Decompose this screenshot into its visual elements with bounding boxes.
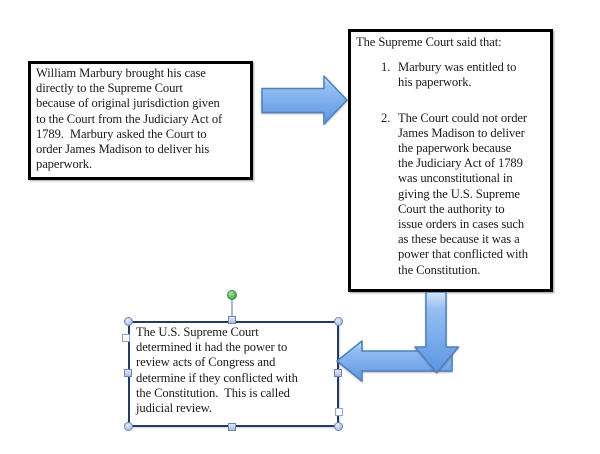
court-ruling-title: The Supreme Court said that: (356, 35, 502, 49)
textbox-court-ruling[interactable]: The Supreme Court said that: 1. Marbury … (348, 29, 553, 292)
resize-handle-top-right[interactable] (333, 317, 343, 326)
block-arrow-down-icon[interactable] (414, 292, 460, 374)
list-number: 2. (381, 110, 391, 125)
list-item-text: Marbury was entitled to his paperwork. (398, 60, 517, 90)
textbox-judicial-review-text: The U.S. Supreme Court determined it had… (136, 325, 298, 416)
textbox-marbury-case[interactable]: William Marbury brought his case directl… (28, 61, 253, 180)
list-item: 1. Marbury was entitled to his paperwork… (356, 60, 547, 90)
list-number: 1. (381, 60, 391, 75)
resize-handle-bottom-middle[interactable] (228, 423, 236, 431)
list-item: 2. The Court could not order James Madis… (356, 111, 547, 278)
block-arrow-right-icon[interactable] (261, 75, 348, 125)
resize-handle-bottom-right[interactable] (333, 421, 343, 431)
resize-handle-right-middle[interactable] (334, 369, 342, 377)
rotate-handle[interactable] (227, 290, 237, 300)
resize-handle-left-middle[interactable] (124, 369, 132, 377)
resize-handle-bottom-left[interactable] (123, 421, 133, 431)
textbox-marbury-case-text: William Marbury brought his case directl… (36, 66, 223, 172)
resize-handle-top-middle[interactable] (228, 316, 236, 324)
resize-handle-top-left[interactable] (123, 317, 133, 326)
inner-handle-right[interactable] (334, 407, 343, 416)
inner-handle-left[interactable] (121, 334, 130, 342)
textbox-judicial-review[interactable]: The U.S. Supreme Court determined it had… (128, 321, 339, 427)
list-item-text: The Court could not order James Madison … (398, 110, 528, 277)
rotate-handle-stem (231, 299, 233, 318)
